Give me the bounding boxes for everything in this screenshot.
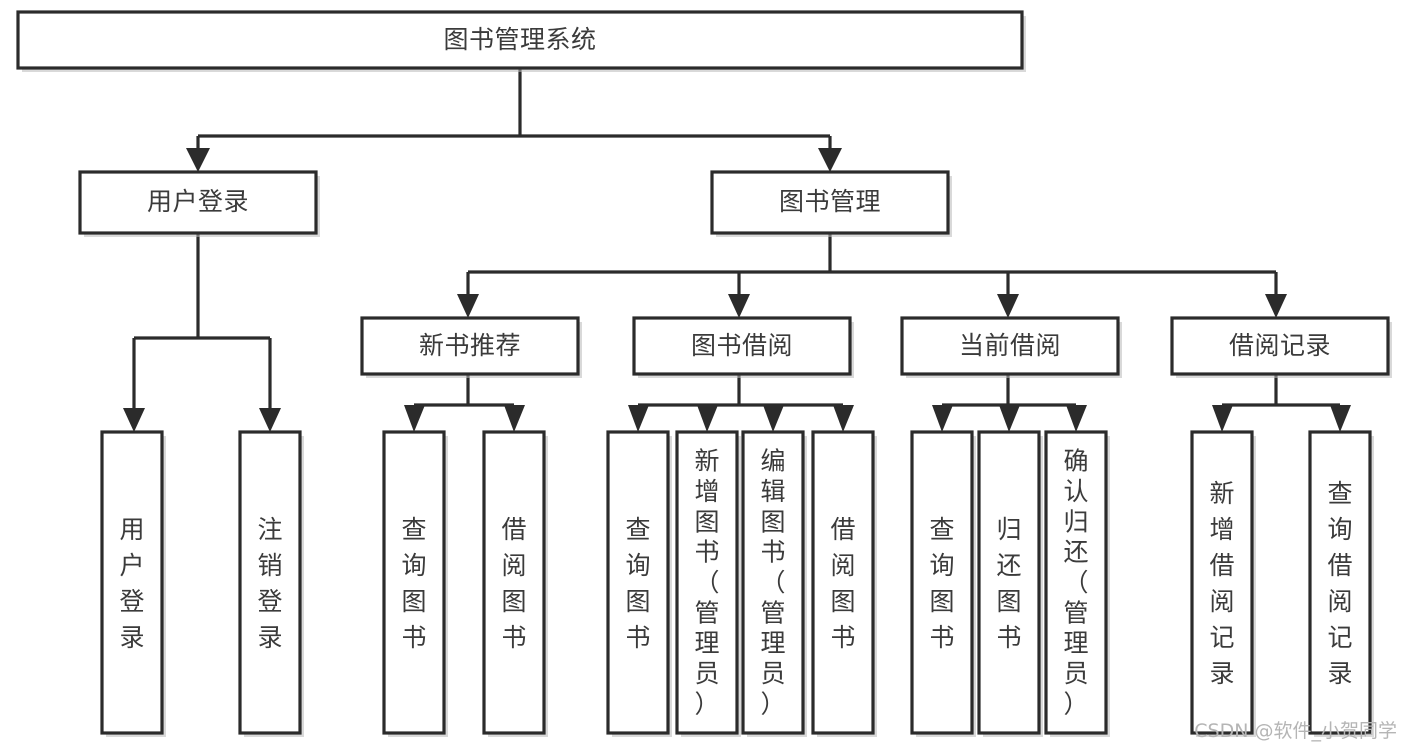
- arrow-root-to-user-login: [186, 148, 210, 172]
- leaf-book-borrow-2[interactable]: 编辑图书（管理员）: [741, 430, 807, 737]
- root-box: [16, 10, 1024, 70]
- leaf-box: [1308, 430, 1372, 735]
- book-borrow-label: 图书借阅: [691, 331, 793, 360]
- leaf-label: 查询借阅记录: [1327, 479, 1352, 688]
- arrow-borrowbook-leaf-4: [833, 405, 854, 432]
- leaf-book-borrow-3[interactable]: 借阅图书: [811, 430, 877, 737]
- arrow-borrowbook-leaf-1: [628, 405, 649, 432]
- user-login-label: 用户登录: [147, 187, 249, 216]
- arrow-userlogin-leaf-2: [259, 408, 281, 432]
- leaf-current-borrow-0[interactable]: 查询图书: [910, 430, 976, 737]
- leaf-user-login-0[interactable]: 用户登录: [100, 430, 166, 737]
- leaf-label: 新增图书（管理员）: [694, 447, 719, 719]
- leaf-box: [910, 430, 974, 735]
- leaf-box: [741, 430, 805, 735]
- leaf-label: 查询图书: [929, 515, 954, 652]
- node-book-manage[interactable]: 图书管理: [710, 170, 952, 237]
- leaf-label: 用户登录: [119, 515, 144, 652]
- node-book-borrow[interactable]: 图书借阅: [632, 316, 854, 378]
- leaf-box: [238, 430, 302, 735]
- arrow-currentborrow-leaf-3: [1066, 405, 1087, 432]
- leaf-current-borrow-2[interactable]: 确认归还（管理员）: [1044, 430, 1110, 737]
- arrow-currentborrow-leaf-1: [932, 405, 953, 432]
- node-current-borrow[interactable]: 当前借阅: [900, 316, 1122, 378]
- leaf-label: 查询图书: [625, 515, 650, 652]
- node-user-login[interactable]: 用户登录: [78, 170, 320, 237]
- leaf-new-book-recommend-0[interactable]: 查询图书: [382, 430, 448, 737]
- leaf-label: 借阅图书: [501, 515, 526, 652]
- leaf-box: [675, 430, 739, 735]
- leaf-box: [100, 430, 164, 735]
- connector-layer: [123, 68, 1351, 432]
- new-book-recommend-label: 新书推荐: [419, 331, 521, 360]
- leaf-box: [606, 430, 670, 735]
- leaf-label: 归还图书: [996, 515, 1021, 652]
- arrow-currentborrow-leaf-2: [999, 405, 1020, 432]
- book-manage-box: [710, 170, 950, 235]
- root-label: 图书管理系统: [443, 25, 596, 54]
- borrow-record-label: 借阅记录: [1229, 331, 1331, 360]
- arrow-newbook-leaf-1: [404, 405, 425, 432]
- book-manage-label: 图书管理: [779, 187, 881, 216]
- node-new-book-recommend[interactable]: 新书推荐: [360, 316, 582, 378]
- leaf-current-borrow-1[interactable]: 归还图书: [977, 430, 1043, 737]
- leaf-new-book-recommend-1[interactable]: 借阅图书: [482, 430, 548, 737]
- current-borrow-label: 当前借阅: [959, 331, 1061, 360]
- arrow-borrowbook-leaf-2: [697, 405, 718, 432]
- leaf-user-login-1[interactable]: 注销登录: [238, 430, 304, 737]
- leaf-label: 查询图书: [401, 515, 426, 652]
- current-borrow-box: [900, 316, 1120, 376]
- node-root[interactable]: 图书管理系统: [16, 10, 1026, 72]
- arrow-bookmanage-child-4: [1265, 294, 1287, 318]
- arrow-borrowrecord-leaf-1: [1212, 405, 1233, 432]
- leaf-borrow-record-1[interactable]: 查询借阅记录: [1308, 430, 1374, 737]
- new-book-recommend-box: [360, 316, 580, 376]
- arrow-root-to-book-manage: [818, 148, 842, 172]
- leaf-box: [811, 430, 875, 735]
- user-login-box: [78, 170, 318, 235]
- leaf-box: [482, 430, 546, 735]
- book-borrow-box: [632, 316, 852, 376]
- leaf-label: 借阅图书: [830, 515, 855, 652]
- leaf-label: 编辑图书（管理员）: [760, 447, 785, 719]
- leaf-label: 新增借阅记录: [1209, 479, 1234, 688]
- arrow-bookmanage-child-3: [997, 294, 1019, 318]
- arrow-bookmanage-child-1: [457, 294, 479, 318]
- leaf-label: 注销登录: [257, 515, 282, 652]
- leaf-box: [977, 430, 1041, 735]
- node-borrow-record[interactable]: 借阅记录: [1170, 316, 1392, 378]
- arrow-borrowrecord-leaf-2: [1330, 405, 1351, 432]
- borrow-record-box: [1170, 316, 1390, 376]
- leaf-book-borrow-0[interactable]: 查询图书: [606, 430, 672, 737]
- leaf-box: [382, 430, 446, 735]
- leaf-book-borrow-1[interactable]: 新增图书（管理员）: [675, 430, 741, 737]
- arrow-bookmanage-child-2: [728, 294, 750, 318]
- leaf-label: 确认归还（管理员）: [1063, 447, 1088, 719]
- leaf-box: [1044, 430, 1108, 735]
- arrow-borrowbook-leaf-3: [763, 405, 784, 432]
- leaf-borrow-record-0[interactable]: 新增借阅记录: [1190, 430, 1256, 737]
- leaf-box: [1190, 430, 1254, 735]
- arrow-newbook-leaf-2: [504, 405, 525, 432]
- arrow-userlogin-leaf-1: [123, 408, 145, 432]
